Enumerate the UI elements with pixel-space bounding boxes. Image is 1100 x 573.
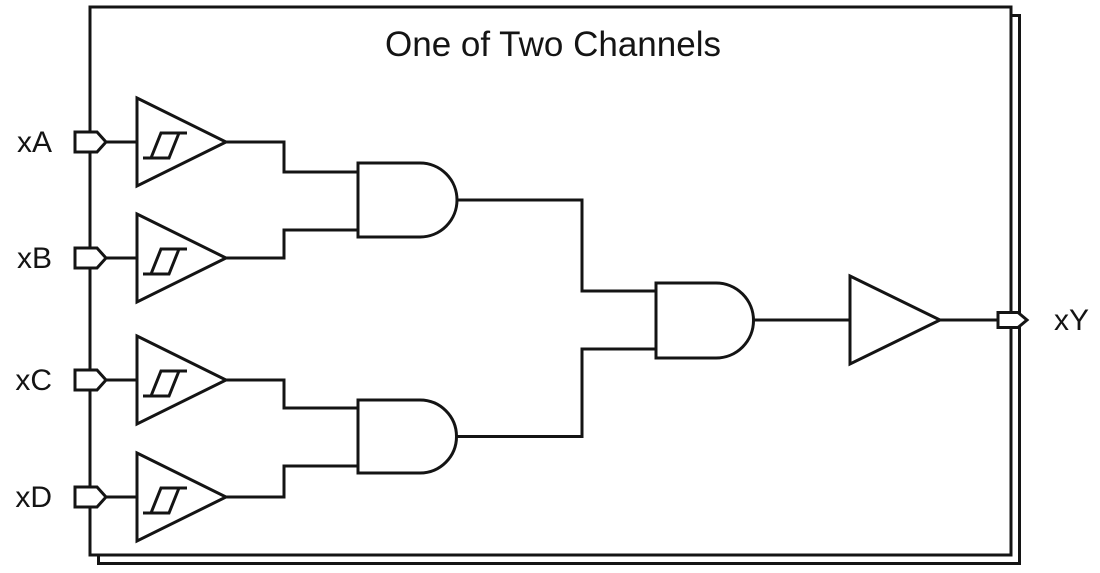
and-gate-1 [356, 161, 459, 239]
wire-and1-to-and3 [457, 198, 656, 293]
hysteresis-icon [149, 247, 187, 275]
schmitt-buffer-xB [135, 211, 230, 305]
wire-and2-to-and3 [457, 347, 656, 438]
input-row-xD: xD [15, 450, 358, 544]
hysteresis-icon [149, 369, 187, 397]
input-row-xC: xC [15, 333, 358, 427]
hysteresis-icon [149, 486, 187, 514]
and-gate-2 [356, 398, 458, 475]
input-row-xB: xB [17, 211, 358, 305]
wire-xD-to-and2 [226, 464, 358, 499]
input-label-xD: xD [15, 481, 52, 514]
hysteresis-icon [149, 131, 187, 159]
schmitt-buffer-xC [135, 333, 230, 427]
diagram-title: One of Two Channels [385, 25, 721, 64]
schmitt-buffer-xA [135, 95, 230, 189]
output-pin-xY [996, 311, 1030, 329]
input-pin-xA [73, 130, 109, 154]
schmitt-buffer-xD [135, 450, 230, 544]
input-pin-xC [73, 368, 109, 392]
input-pin-xB [73, 246, 109, 270]
input-label-xA: xA [17, 126, 52, 159]
output-label-xY: xY [1054, 304, 1089, 337]
and-gate-3 [654, 281, 755, 360]
input-label-xC: xC [15, 364, 52, 397]
wire-xA-to-and1 [226, 140, 358, 174]
input-label-xB: xB [17, 242, 52, 275]
wire-xC-to-and2 [226, 378, 358, 410]
input-row-xA: xA [17, 95, 358, 189]
channel-box-front [88, 5, 1013, 557]
wire-xB-to-and1 [226, 228, 358, 260]
output-buffer [848, 273, 944, 367]
input-pin-xD [73, 485, 109, 509]
